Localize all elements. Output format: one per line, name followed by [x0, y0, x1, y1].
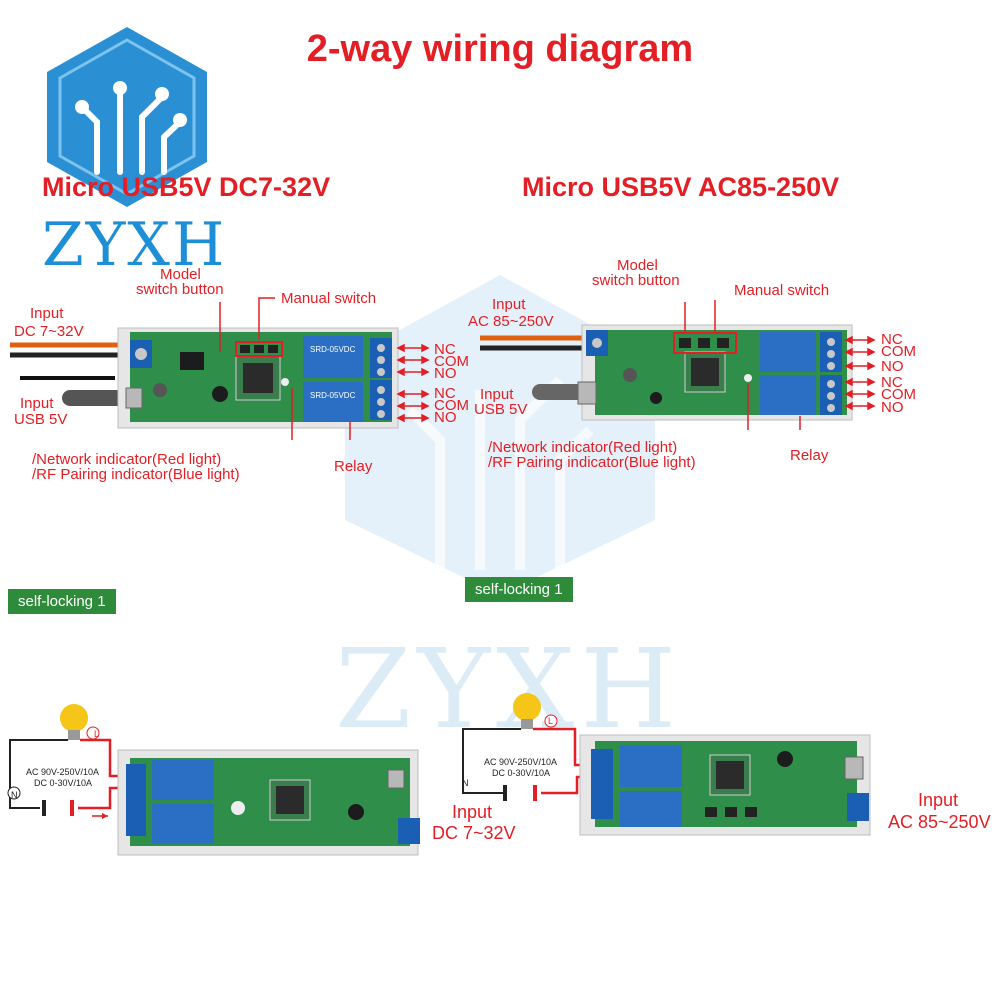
left-model-label-1: Model [160, 266, 201, 283]
left-model-label-2: switch button [136, 281, 224, 298]
self-locking-tag-right: self-locking 1 [465, 577, 573, 602]
left-input-usb-label-2: USB 5V [14, 411, 68, 428]
right-manual-switch-label: Manual switch [734, 282, 830, 299]
right-input-ac-label-1: Input [492, 296, 526, 313]
right-relay-label: Relay [790, 447, 829, 464]
left-wiring-diagram [7, 704, 420, 856]
left-input-dc-label-2: DC 7~32V [14, 323, 84, 340]
left-terminal-com-2: COM [434, 397, 469, 414]
left-load-rating-2: DC 0-30V/10A [34, 778, 93, 788]
svg-text:SRD-05VDC: SRD-05VDC [310, 345, 356, 354]
left-network-indicator-label: /Network indicator(Red light) [32, 451, 222, 468]
right-subtitle: Micro USB5V AC85-250V [522, 172, 840, 202]
right-terminal-no-1: NO [881, 358, 904, 375]
right-live-mark: L [548, 716, 554, 726]
brand-logo-icon [47, 27, 207, 207]
right-bottom-input-label-2: AC 85~250V [888, 812, 991, 832]
right-terminal-com-1: COM [881, 343, 916, 360]
right-terminal-com-2: COM [881, 386, 916, 403]
right-terminal-nc-2: NC [881, 374, 903, 391]
brand-logo-text: ZYXH [42, 210, 227, 280]
left-load-rating-1: AC 90V-250V/10A [26, 767, 100, 777]
watermark-text: ZYXH [335, 625, 683, 753]
right-input-usb-label-2: USB 5V [474, 401, 528, 418]
left-rf-indicator-label: /RF Pairing indicator(Blue light) [32, 466, 240, 483]
left-relay-label: Relay [334, 458, 373, 475]
right-load-rating-1: AC 90V-250V/10A [484, 757, 558, 767]
left-terminal-no-2: NO [434, 409, 457, 426]
right-input-ac-label-2: AC 85~250V [468, 313, 554, 330]
left-subtitle: Micro USB5V DC7-32V [42, 172, 331, 202]
left-live-mark: L [94, 729, 100, 739]
left-input-usb-label-1: Input [20, 395, 54, 412]
right-terminal-nc-1: NC [881, 331, 903, 348]
left-input-dc-label-1: Input [30, 305, 64, 322]
right-neutral-mark: N [462, 778, 469, 788]
svg-text:SRD-05VDC: SRD-05VDC [310, 391, 356, 400]
page-title: 2-way wiring diagram [306, 28, 694, 70]
left-terminal-nc-2: NC [434, 385, 456, 402]
left-terminal-no-1: NO [434, 365, 457, 382]
right-rf-indicator-label: /RF Pairing indicator(Blue light) [488, 454, 696, 471]
self-locking-tag-left: self-locking 1 [8, 589, 116, 614]
left-terminal-com-1: COM [434, 353, 469, 370]
left-board-diagram: SRD-05VDC SRD-05VDC [10, 297, 430, 440]
right-bottom-input-label-1: Input [918, 790, 959, 810]
right-input-usb-label-1: Input [480, 386, 514, 403]
left-manual-switch-label: Manual switch [281, 290, 377, 307]
right-terminal-no-2: NO [881, 399, 904, 416]
right-model-label-1: Model [617, 257, 658, 274]
left-terminal-nc-1: NC [434, 341, 456, 358]
left-bottom-input-label-2: DC 7~32V [432, 823, 516, 843]
right-load-rating-2: DC 0-30V/10A [492, 768, 551, 778]
left-neutral-mark: N [11, 790, 18, 800]
right-model-label-2: switch button [592, 272, 680, 289]
right-board-diagram [480, 300, 876, 430]
left-bottom-input-label-1: Input [452, 802, 493, 822]
right-wiring-diagram [462, 693, 871, 836]
right-network-indicator-label: /Network indicator(Red light) [488, 439, 678, 456]
